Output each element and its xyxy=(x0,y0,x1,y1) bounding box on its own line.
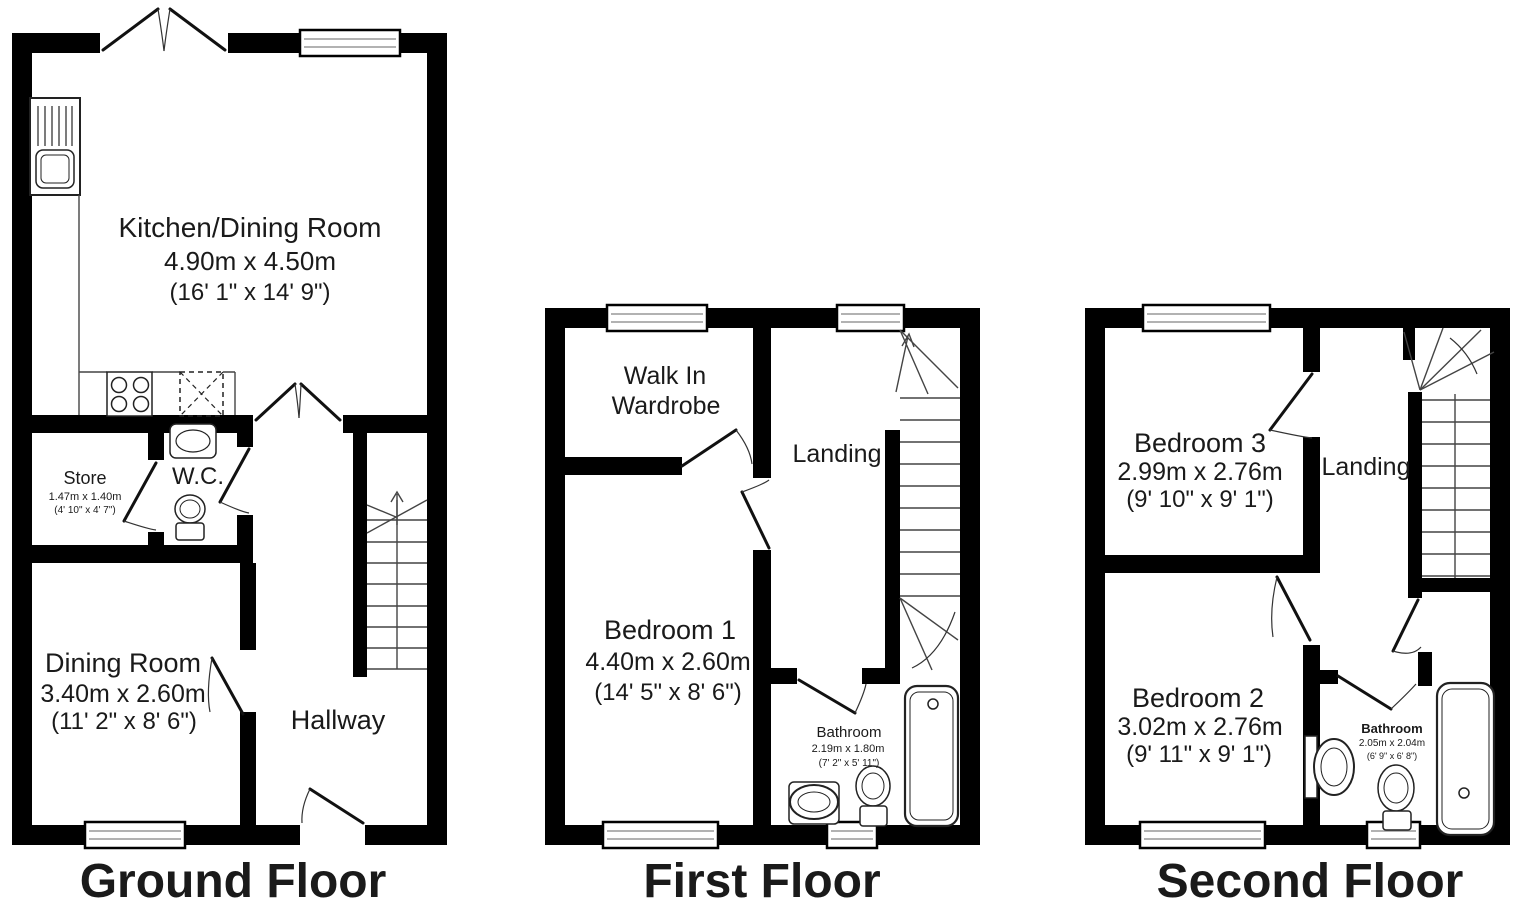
staircase xyxy=(1403,327,1495,578)
room-dim-bathroom-metric: 2.19m x 1.80m xyxy=(812,743,885,755)
bath-icon xyxy=(903,684,960,828)
room-label-wardrobe-line2: Wardrobe xyxy=(612,392,721,420)
appliance-icon xyxy=(179,371,224,417)
room-label-store: Store xyxy=(63,468,106,488)
room-label-hallway: Hallway xyxy=(291,705,386,735)
window xyxy=(83,820,187,850)
room-label-dining: Dining Room xyxy=(45,648,201,678)
store-door xyxy=(122,461,158,531)
dining-room-door xyxy=(207,656,245,716)
bathroom-door xyxy=(1336,674,1417,711)
room-dim-store-metric: 1.47m x 1.40m xyxy=(49,491,122,503)
cupboard-door xyxy=(1391,598,1422,654)
bedroom2-door xyxy=(1271,575,1312,642)
basin-icon xyxy=(1304,735,1355,799)
room-label-wardrobe-line1: Walk In xyxy=(624,362,706,390)
window xyxy=(835,303,906,333)
room-dim-kitchen-imperial: (16' 1" x 14' 9") xyxy=(170,279,331,306)
window xyxy=(1141,303,1272,333)
basin-icon xyxy=(788,781,840,825)
window xyxy=(1138,820,1267,850)
room-label-bathroom: Bathroom xyxy=(816,724,881,741)
room-dim-bedroom2-imperial: (9' 11" x 9' 1") xyxy=(1126,741,1272,768)
second-floor-plan: Bedroom 3 2.99m x 2.76m (9' 10" x 9' 1")… xyxy=(1085,303,1510,908)
window xyxy=(605,303,709,333)
window xyxy=(601,820,720,850)
floor-title-first: First Floor xyxy=(643,855,880,908)
room-label-wc: W.C. xyxy=(172,463,224,490)
wall-segments xyxy=(545,308,980,845)
toilet-icon xyxy=(174,494,206,541)
ground-floor-plan: Kitchen/Dining Room 4.90m x 4.50m (16' 1… xyxy=(12,7,447,908)
room-dim-kitchen-metric: 4.90m x 4.50m xyxy=(164,246,336,276)
room-label-bedroom3: Bedroom 3 xyxy=(1134,428,1266,458)
room-dim-dining-imperial: (11' 2" x 8' 6") xyxy=(51,708,197,735)
bedroom3-door xyxy=(1268,372,1314,439)
toilet-icon xyxy=(855,765,891,827)
sink-unit-icon xyxy=(29,97,81,196)
bathroom-door xyxy=(797,678,867,715)
room-dim-bedroom1-metric: 4.40m x 2.60m xyxy=(585,648,750,676)
kitchen-counter xyxy=(78,195,236,415)
room-dim-bathroom-imperial: (7' 2" x 5' 11") xyxy=(819,758,880,769)
wardrobe-door xyxy=(680,428,753,468)
room-label-landing: Landing xyxy=(793,440,882,468)
room-dim-bedroom2-metric: 3.02m x 2.76m xyxy=(1117,713,1282,741)
window xyxy=(298,28,402,58)
room-dim-bedroom3-metric: 2.99m x 2.76m xyxy=(1117,458,1282,486)
room-label-kitchen: Kitchen/Dining Room xyxy=(118,212,381,243)
room-dim-bathroom-metric: 2.05m x 2.04m xyxy=(1359,738,1425,749)
room-dim-bathroom-imperial: (6' 9" x 6' 8") xyxy=(1367,751,1417,761)
room-dim-bedroom3-imperial: (9' 10" x 9' 1") xyxy=(1126,486,1274,513)
french-doors xyxy=(101,7,227,52)
hob-icon xyxy=(106,371,153,417)
floor-title-ground: Ground Floor xyxy=(80,855,387,908)
bath-icon xyxy=(1435,681,1496,837)
room-dim-store-imperial: (4' 10" x 4' 7") xyxy=(54,505,116,516)
bedroom1-door xyxy=(740,479,771,550)
basin-icon xyxy=(169,423,217,459)
floor-title-second: Second Floor xyxy=(1157,855,1464,908)
staircase xyxy=(895,329,960,671)
staircase xyxy=(366,490,428,670)
room-label-bedroom2: Bedroom 2 xyxy=(1132,683,1264,713)
room-label-bedroom1: Bedroom 1 xyxy=(604,615,736,645)
first-floor-plan: Walk In Wardrobe Landing Bedroom 1 4.40m… xyxy=(545,303,980,908)
room-label-bathroom: Bathroom xyxy=(1361,721,1422,736)
wall-segments xyxy=(12,33,447,845)
kitchen-doors xyxy=(254,382,342,422)
toilet-icon xyxy=(1377,764,1415,831)
room-dim-bedroom1-imperial: (14' 5" x 8' 6") xyxy=(594,679,742,706)
front-door xyxy=(301,787,365,825)
wc-door xyxy=(218,447,251,514)
room-dim-dining-metric: 3.40m x 2.60m xyxy=(40,680,205,708)
room-label-landing: Landing xyxy=(1322,453,1411,481)
